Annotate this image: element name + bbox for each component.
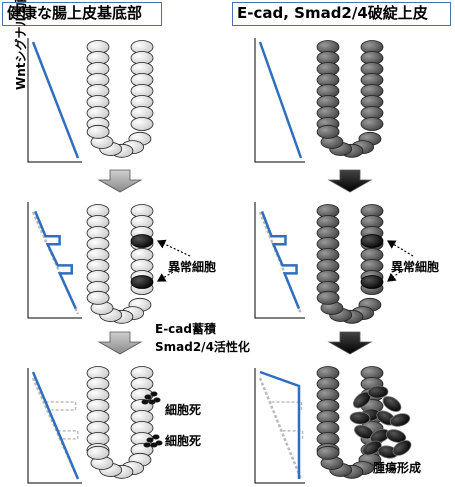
cell-fragment (146, 437, 154, 443)
crypt-healthy-abnormal (86, 204, 154, 324)
crypt-healthy-cell-death (86, 366, 154, 479)
cell-fragment (153, 397, 161, 403)
transition-arrows (97, 169, 373, 355)
wnt-spike-profile (260, 210, 301, 310)
cell-fragment (144, 394, 152, 400)
annotation-marks (141, 239, 414, 459)
epithelial-cell (86, 290, 110, 305)
tumor-mass (349, 385, 412, 459)
wnt-graph-r-1 (254, 202, 305, 319)
epithelial-cell (130, 117, 154, 131)
wnt-graph-l-2 (27, 368, 82, 484)
dying-cell-fragments (141, 391, 161, 405)
crypt-mutant-abnormal (316, 204, 384, 324)
cell-fragment (141, 399, 149, 405)
epithelial-cell (86, 124, 110, 139)
arrow-black-2 (327, 331, 373, 355)
graph-axis (254, 368, 305, 484)
label-cell-death-2: 細胞死 (165, 434, 202, 448)
crypt-mutant-baseline (316, 40, 384, 158)
label-abnormal-cell-right: 異常細胞 (391, 260, 440, 274)
cell-fragment (150, 391, 158, 397)
ghost-spike (57, 430, 79, 440)
label-smad-activation: Smad2/4活性化 (155, 340, 250, 354)
graph-axis (27, 38, 82, 163)
epithelial-cell (316, 124, 340, 139)
wnt-baseline-dashed (258, 377, 303, 480)
cell-fragment (152, 434, 160, 440)
wnt-gradient-line (31, 41, 80, 159)
arrow-gray-1 (97, 169, 143, 193)
wnt-graph-r-0 (254, 38, 305, 163)
arrow-gray-2 (97, 331, 143, 355)
label-abnormal-cell-left: 異常細胞 (168, 260, 217, 274)
wnt-graphs (27, 38, 305, 484)
tumor-cell (382, 396, 402, 412)
wnt-plateau-line (259, 370, 301, 479)
wnt-gradient-line (31, 371, 80, 480)
ghost-spike (271, 401, 303, 410)
graph-axis (27, 368, 82, 484)
wnt-graph-r-2 (254, 368, 305, 484)
tumor-cell (349, 411, 371, 425)
label-tumor-formation: 腫瘍形成 (373, 461, 422, 475)
abnormal-cell (130, 275, 154, 289)
label-cell-death-1: 細胞死 (165, 403, 202, 417)
crypt-healthy-baseline (86, 40, 154, 158)
epithelial-cell (360, 117, 384, 131)
cell-fragment (143, 442, 151, 448)
tumor-cell (392, 440, 412, 456)
dying-cell-fragments (143, 434, 163, 448)
abnormal-cell (360, 275, 384, 289)
arrow-black-1 (327, 169, 373, 193)
wnt-graph-l-1 (27, 202, 82, 319)
label-ecad-accumulation: E-cad蓄積 (155, 322, 216, 336)
tumor-cell (362, 440, 382, 456)
ghost-spike (45, 401, 77, 411)
crypt-drawings (86, 40, 384, 479)
graph-axis (254, 38, 305, 163)
wnt-spike-profile (34, 210, 77, 310)
cell-fragment (155, 440, 163, 446)
ghost-spike (282, 430, 304, 439)
tumor-cell (367, 385, 389, 399)
tumor-cell (389, 413, 411, 427)
graph-axis (27, 202, 82, 319)
pointer-arrow (386, 240, 414, 257)
pointer-arrow (156, 239, 191, 257)
wnt-graph-l-0 (27, 38, 82, 163)
abnormal-cell (130, 234, 154, 248)
abnormal-cell (360, 234, 384, 248)
graph-axis (254, 202, 305, 319)
epithelial-cell (316, 290, 340, 305)
epithelial-cell (86, 445, 110, 460)
pointer-arrow (387, 261, 414, 282)
wnt-gradient-line (258, 41, 303, 159)
header-healthy-epithelium: 健康な腸上皮基底部 (2, 2, 162, 26)
tumor-cell (385, 429, 407, 443)
header-disrupted-epithelium: E-cad, Smad2/4破綻上皮 (232, 2, 451, 26)
epithelial-cell (316, 445, 340, 460)
